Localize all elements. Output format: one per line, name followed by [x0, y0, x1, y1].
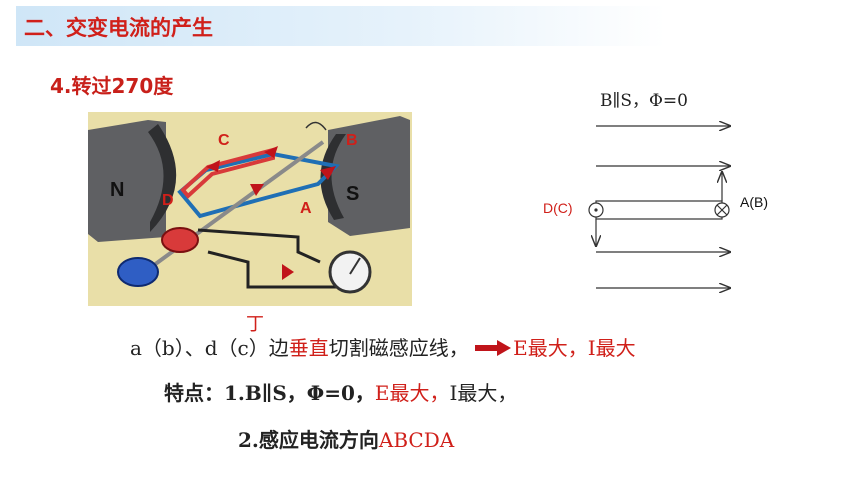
label-c: C — [218, 132, 230, 149]
pole-n-label: N — [110, 179, 124, 201]
magnet-n-pole — [148, 124, 177, 232]
coil-plane — [595, 200, 723, 220]
line1-text-b: 切割磁感应线， — [328, 336, 469, 360]
arrow-icon — [282, 264, 294, 280]
line2-text-b: I最大， — [449, 381, 518, 405]
figure-annotation: 丁 — [246, 314, 264, 335]
magnet-n — [88, 120, 166, 242]
line1-highlight: 垂直 — [288, 336, 329, 360]
generator-figure: N S C B D A — [88, 112, 412, 306]
arrow-icon — [320, 166, 336, 180]
label-a: A — [300, 200, 312, 217]
arrow-icon — [206, 160, 220, 172]
galvanometer — [328, 250, 372, 294]
page-title: 二、交变电流的产生 — [24, 16, 213, 40]
label-d: D — [162, 192, 174, 209]
arrow-icon — [264, 146, 278, 158]
galvanometer-needle — [349, 257, 361, 275]
line3-highlight: ABCDA — [378, 428, 455, 452]
slip-ring-blue — [117, 257, 159, 287]
explanation-line-1: a（b）、d（c）边垂直切割磁感应线， E最大，I最大 — [130, 332, 636, 361]
arrow-icon — [250, 184, 264, 196]
section-subtitle: 4.转过270度 — [50, 74, 174, 98]
rotation-arrow-icon — [305, 121, 327, 131]
pole-s-label: S — [346, 183, 359, 205]
title-bar: 二、交变电流的产生 — [16, 6, 666, 46]
explanation-line-2: 特点：1.B∥S，Φ=0，E最大，I最大， — [164, 377, 517, 406]
line1-text-a: a（b）、d（c）边 — [130, 336, 289, 360]
label-dc: D(C) — [543, 200, 573, 216]
line3-text-a: 2.感应电流方向 — [238, 428, 379, 452]
magnet-s-pole — [320, 134, 346, 220]
label-b: B — [346, 132, 358, 149]
label-ab: A(B) — [740, 194, 768, 210]
wire-lower — [207, 250, 350, 289]
magnet-s — [328, 116, 410, 236]
right-arrow-icon — [475, 340, 512, 356]
shaft — [126, 140, 325, 286]
slip-ring-red — [161, 227, 199, 253]
line1-result: E最大，I最大 — [513, 336, 636, 360]
generator-illustration: N S — [88, 116, 410, 294]
wire-upper — [197, 228, 321, 264]
line2-highlight: E最大， — [374, 381, 450, 405]
diagram-caption: B∥S，Φ=0 — [600, 91, 688, 111]
field-line-diagram — [588, 80, 780, 300]
line2-text-a: 特点：1.B∥S，Φ=0， — [164, 381, 375, 405]
explanation-line-3: 2.感应电流方向ABCDA — [238, 424, 454, 453]
